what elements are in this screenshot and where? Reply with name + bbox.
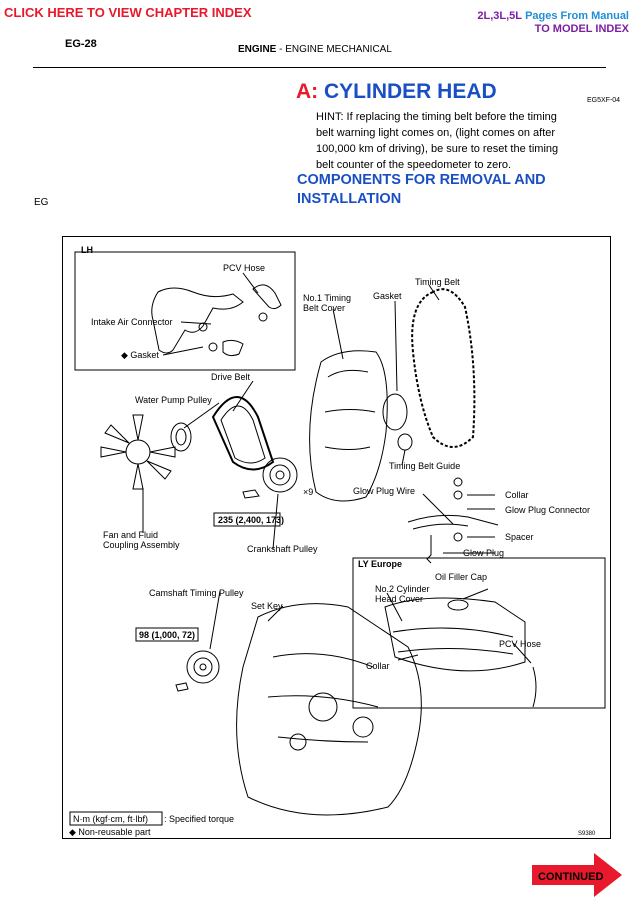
drive-belt-drawing xyxy=(211,396,275,471)
model-index-label: TO MODEL INDEX xyxy=(534,23,629,35)
ly-europe-label: LY Europe xyxy=(358,559,402,569)
x9-label: ×9 xyxy=(303,487,313,497)
continued-button[interactable]: CONTINUED xyxy=(532,853,622,897)
legend-nonreusable: ◆ Non-reusable part xyxy=(69,827,151,837)
fan-coupling-label-2: Coupling Assembly xyxy=(103,540,180,550)
set-key-label: Set Key xyxy=(251,601,283,611)
pcv-hose-ly-drawing xyxy=(532,666,537,708)
subsection-name: - ENGINE MECHANICAL xyxy=(276,44,392,55)
continued-label: CONTINUED xyxy=(538,871,603,883)
torque-98-label: 98 (1,000, 72) xyxy=(139,630,195,640)
figure-code: S9380 xyxy=(578,831,596,837)
lh-label: LH xyxy=(81,245,93,255)
no2-cylinder-head-cover-drawing xyxy=(384,597,526,672)
timing-belt-guide-drawing xyxy=(397,433,413,451)
water-pump-pulley-label: Water Pump Pulley xyxy=(135,395,212,405)
collar-label: Collar xyxy=(505,490,529,500)
spacer-label: Spacer xyxy=(505,532,534,542)
camshaft-timing-pulley-drawing xyxy=(186,650,220,684)
title-text: CYLINDER HEAD xyxy=(318,80,497,103)
chapter-index-link[interactable]: CLICK HERE TO VIEW CHAPTER INDEX xyxy=(4,5,252,20)
ly-europe-inset-box xyxy=(352,557,606,709)
title-prefix: A: xyxy=(296,80,319,103)
glow-plug-connector-label: Glow Plug Connector xyxy=(505,505,590,515)
exploded-diagram: LH PCV Hose Intake Air Connector ◆ Gaske… xyxy=(69,245,606,837)
legend-torque-box-label: N·m (kgf·cm, ft·lbf) xyxy=(73,814,148,824)
crankshaft-pulley-label: Crankshaft Pulley xyxy=(247,544,318,554)
model-suffix: Pages From Manual xyxy=(525,10,629,22)
crankshaft-pulley-drawing xyxy=(262,457,298,493)
section-name: ENGINE xyxy=(238,44,277,55)
drive-belt-label: Drive Belt xyxy=(211,372,251,382)
no2-cover-label-2: Head Cover xyxy=(375,594,423,604)
gasket-lh-label: ◆ Gasket xyxy=(121,350,159,360)
pcv-hose-drawing xyxy=(252,284,282,310)
glow-plug-wire-drawing xyxy=(407,514,499,530)
torque-235-label: 235 (2,400, 173) xyxy=(218,515,284,525)
page-number: EG-28 xyxy=(65,38,97,50)
timing-belt-label: Timing Belt xyxy=(415,277,460,287)
components-figure: LH PCV Hose Intake Air Connector ◆ Gaske… xyxy=(62,236,611,839)
document-code: EG5XF-04 xyxy=(587,97,621,104)
no2-cover-label-1: No.2 Cylinder xyxy=(375,584,430,594)
torque-box-235 xyxy=(213,512,281,527)
lh-inset-box xyxy=(74,251,296,371)
oil-filler-cap-label: Oil Filler Cap xyxy=(435,572,487,582)
header-rule xyxy=(33,67,606,68)
model-prefix: 2L,3L,5L xyxy=(477,10,523,22)
glow-plug-label: Glow Plug xyxy=(463,548,504,558)
oil-filler-cap-drawing xyxy=(447,599,469,611)
torque-box-98 xyxy=(135,627,199,642)
glow-plug-drawing xyxy=(426,535,432,564)
fan-drawing xyxy=(100,414,176,490)
continued-arrow-icon: CONTINUED xyxy=(532,853,622,897)
collar-ly-label: Collar xyxy=(366,661,390,671)
glow-plug-wire-label: Glow Plug Wire xyxy=(353,486,415,496)
timing-belt-drawing xyxy=(411,288,476,448)
pcv-hose-label: PCV Hose xyxy=(223,263,265,273)
no1-cover-label-1: No.1 Timing xyxy=(303,293,351,303)
engine-block-drawing xyxy=(236,603,422,816)
section-header: ENGINE - ENGINE MECHANICAL xyxy=(238,44,392,55)
model-index-link[interactable]: 2L,3L,5L Pages From Manual TO MODEL INDE… xyxy=(477,10,629,36)
gasket-drawing xyxy=(382,393,408,431)
gasket-label: Gasket xyxy=(373,291,402,301)
intake-manifold-drawing xyxy=(151,287,244,354)
page-title: A: CYLINDER HEAD xyxy=(296,80,497,104)
no1-timing-belt-cover-drawing xyxy=(309,350,388,502)
hint-paragraph: HINT: If replacing the timing belt befor… xyxy=(316,111,559,171)
timing-belt-guide-label: Timing Belt Guide xyxy=(389,461,460,471)
components-heading: COMPONENTS FOR REMOVAL AND INSTALLATION xyxy=(297,172,546,207)
water-pump-pulley-drawing xyxy=(170,422,192,452)
no1-cover-label-2: Belt Cover xyxy=(303,303,345,313)
intake-connector-label: Intake Air Connector xyxy=(91,317,173,327)
camshaft-pulley-label: Camshaft Timing Pulley xyxy=(149,588,244,598)
fan-coupling-label-1: Fan and Fluid xyxy=(103,530,158,540)
pcv-hose-ly-label: PCV Hose xyxy=(499,639,541,649)
side-tag: EG xyxy=(34,197,49,208)
legend-torque-text: : Specified torque xyxy=(164,814,234,824)
legend-torque-box xyxy=(69,811,163,826)
